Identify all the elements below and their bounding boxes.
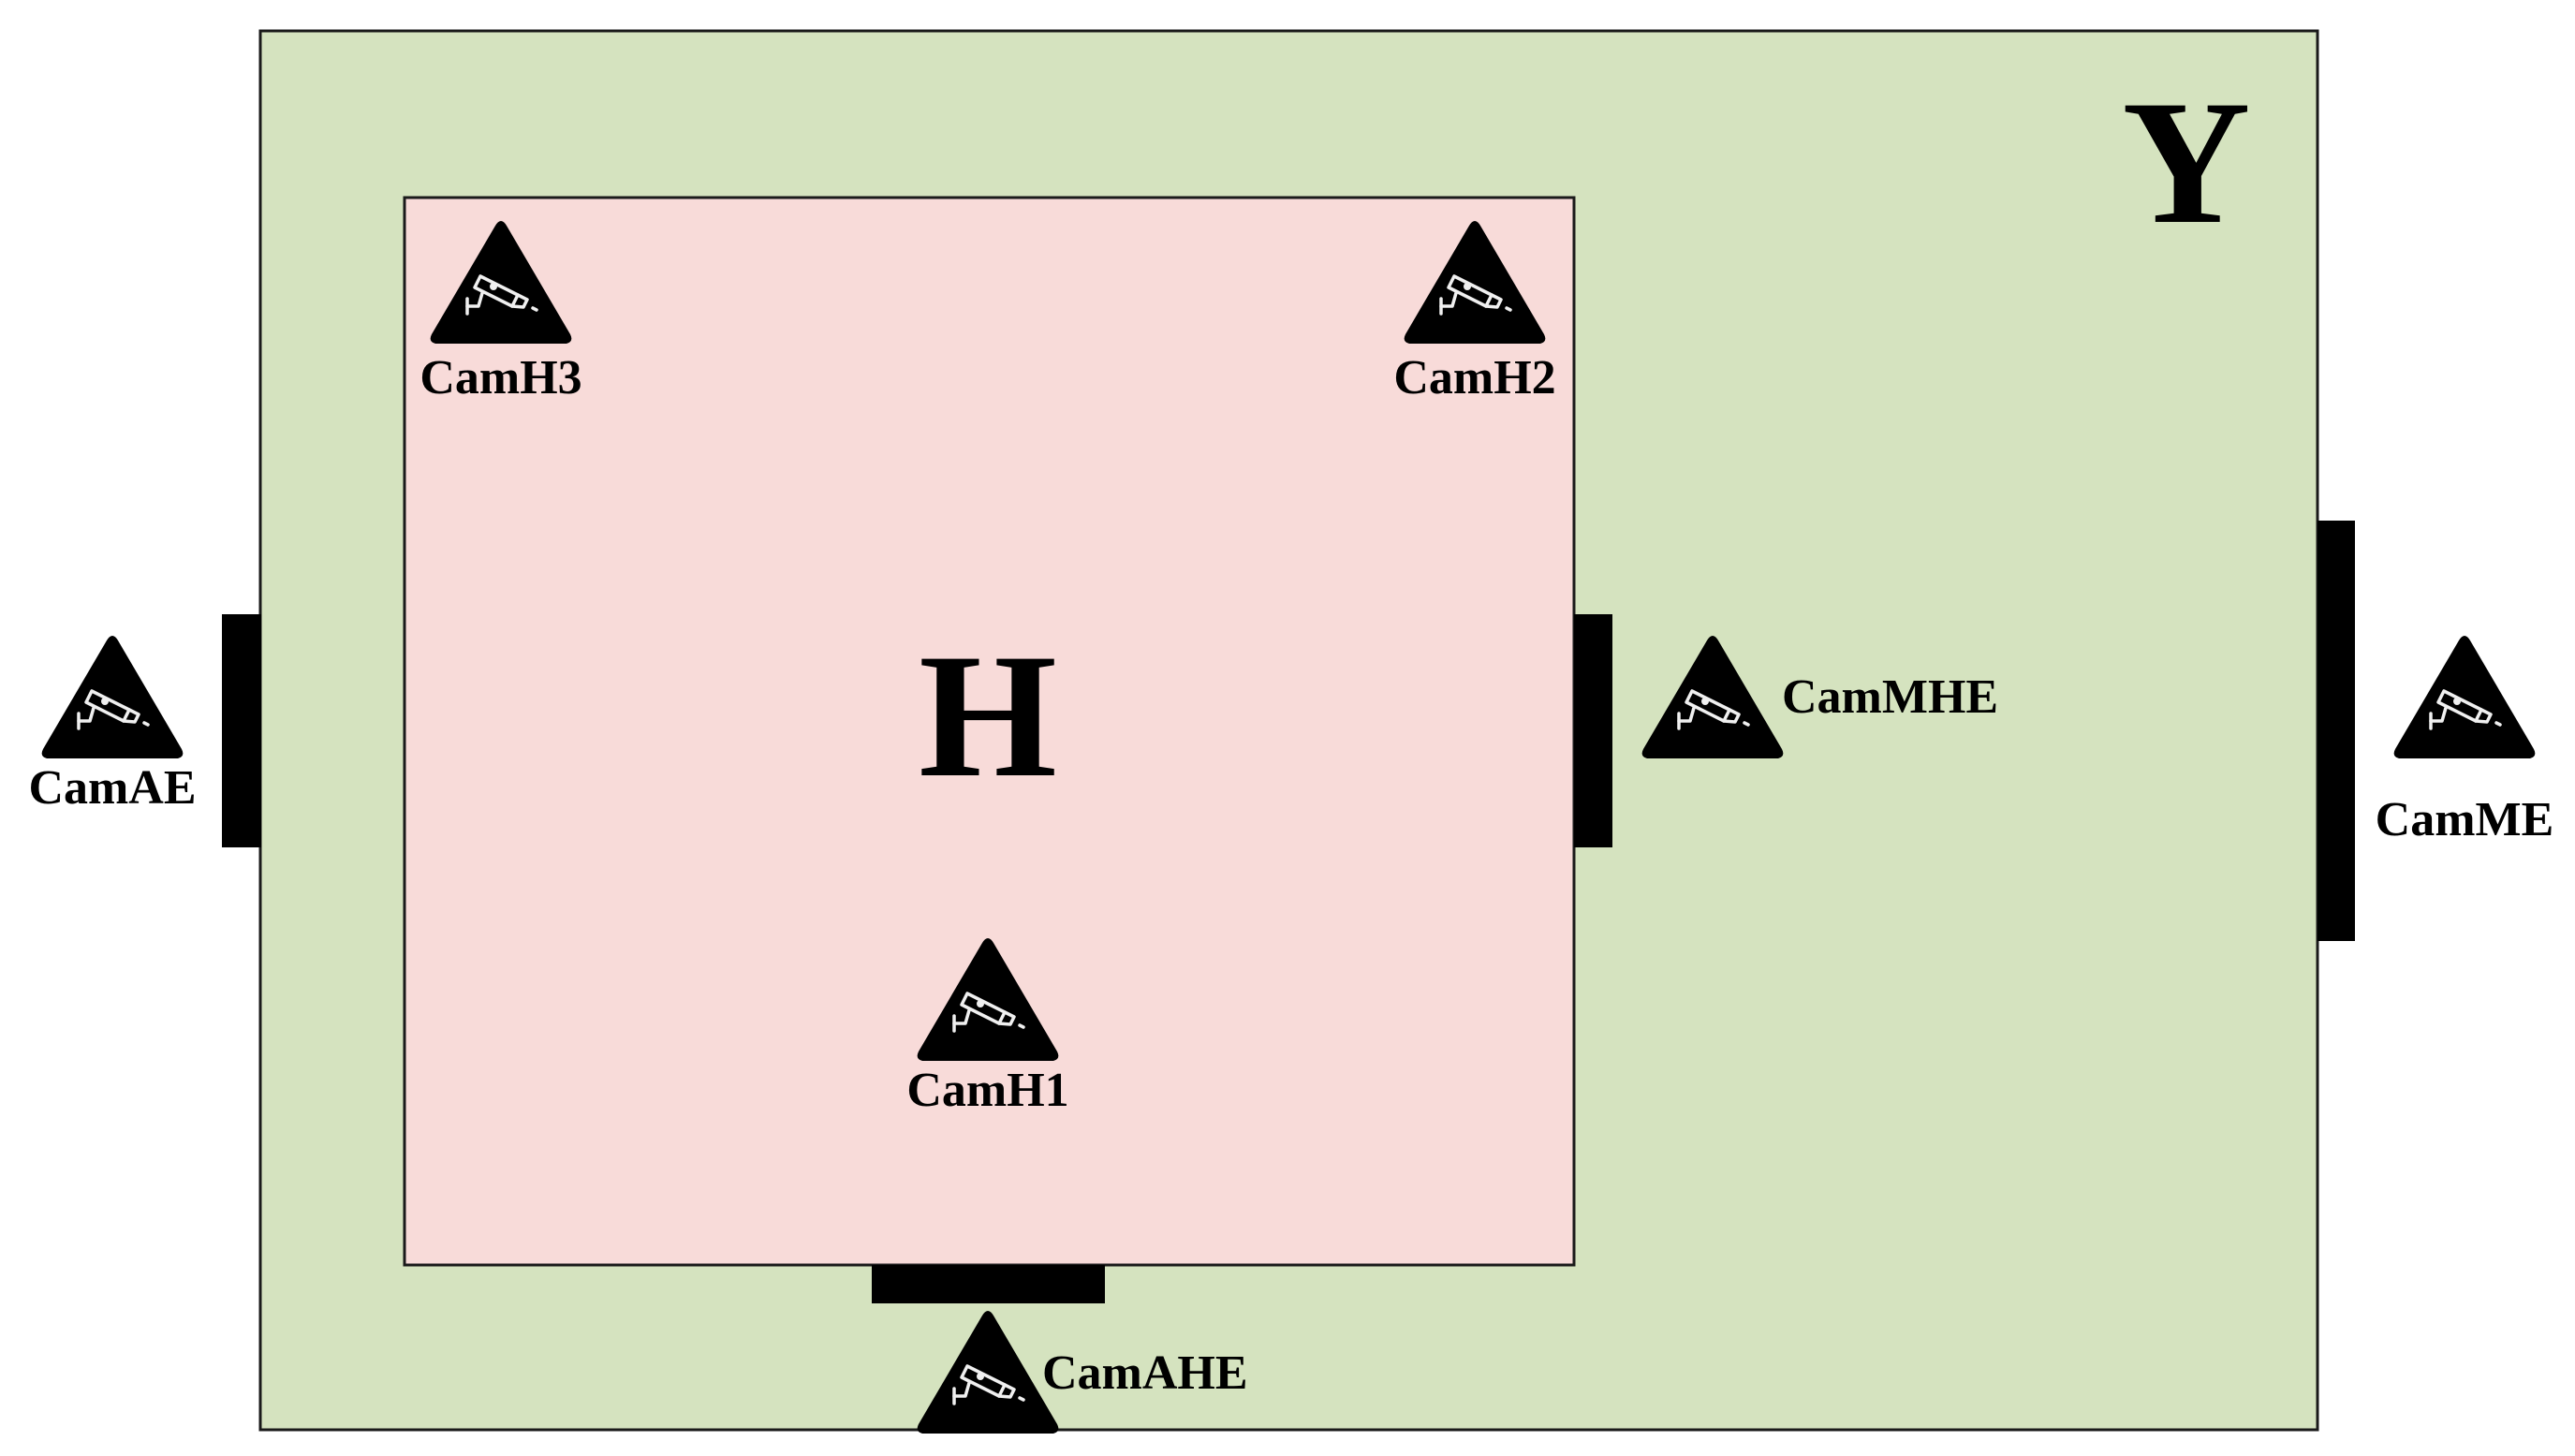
camera-label-h2: CamH2 (1393, 351, 1555, 404)
outer-zone-label: Y (2122, 65, 2250, 261)
door-left-outer (222, 614, 261, 847)
inner-zone (403, 196, 1576, 1267)
camera-icon-me (2391, 634, 2538, 760)
camera-label-mhe: CamMHE (1782, 670, 1998, 724)
camera-label-me: CamME (2376, 793, 2554, 846)
camera-label-ae: CamAE (28, 761, 196, 815)
camera-icon-ae (39, 634, 185, 760)
camera-label-h1: CamH1 (906, 1064, 1068, 1117)
door-right-inner (1574, 614, 1612, 847)
camera-label-h3: CamH3 (419, 351, 581, 404)
camera-label-ahe: CamAHE (1042, 1346, 1248, 1400)
inner-zone-label: H (919, 618, 1057, 815)
door-right-outer (2318, 521, 2355, 941)
door-bottom-inner (872, 1265, 1105, 1303)
